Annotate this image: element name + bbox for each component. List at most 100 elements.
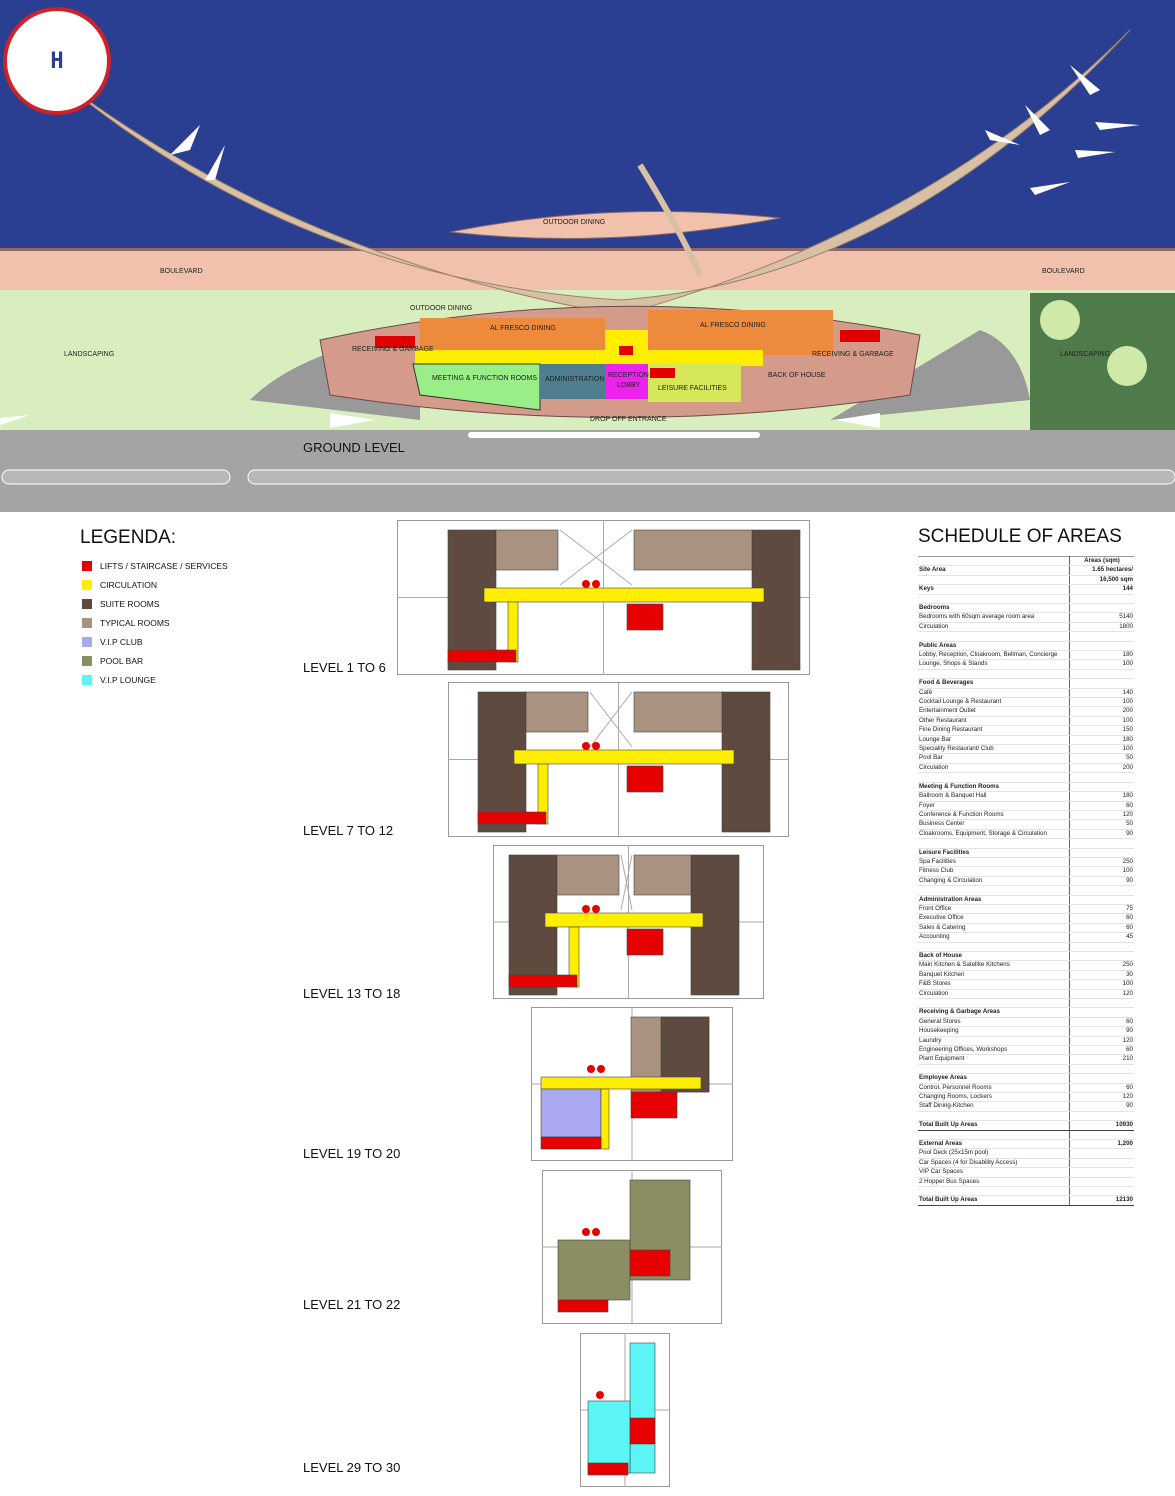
lifts-services (626, 928, 664, 956)
schedule-value (1069, 641, 1134, 652)
label-landscaping-right: LANDSCAPING (1060, 351, 1110, 358)
schedule-value: 90 (1069, 876, 1134, 887)
schedule-value (1069, 1186, 1134, 1197)
schedule-value (1069, 1158, 1134, 1169)
schedule-item: Leisure Facilities (918, 848, 1070, 858)
schedule-value: 1,200 (1069, 1139, 1134, 1150)
legend-label: CIRCULATION (100, 580, 157, 590)
label-al-fresco-left: AL FRESCO DINING (490, 325, 556, 332)
schedule-row (918, 942, 1134, 952)
level-plan (531, 1007, 733, 1161)
lifts-services (630, 1091, 678, 1119)
schedule-value: 100 (1069, 659, 1134, 670)
schedule-item: Fine Dining Restaurant (918, 725, 1070, 736)
legend-item: V.I.P LOUNGE (82, 675, 156, 685)
legend-label: SUITE ROOMS (100, 599, 160, 609)
legend-label: V.I.P LOUNGE (100, 675, 156, 685)
schedule-value: 120 (1069, 1036, 1134, 1047)
schedule-row (918, 631, 1134, 642)
schedule-item: Cocktail Lounge & Restaurant (918, 697, 1070, 708)
schedule-item: Site Area (918, 565, 1070, 576)
schedule-item: Changing Rooms, Lockers (918, 1092, 1070, 1103)
boulevard (0, 250, 1175, 292)
schedule-item: Ballroom & Banquet Hall (918, 791, 1070, 802)
legend-swatch (82, 656, 92, 666)
circulation-corridor (540, 1076, 702, 1090)
label-administration: ADMINISTRATION (545, 376, 604, 383)
schedule-item: Entertainment Outlet (918, 706, 1070, 717)
label-al-fresco-right: AL FRESCO DINING (700, 322, 766, 329)
schedule-item: Bedrooms (918, 603, 1070, 614)
schedule-item (918, 942, 1070, 952)
schedule-value: 150 (1069, 725, 1134, 736)
schedule-value (1069, 772, 1134, 783)
label-outdoor-dining-deck: OUTDOOR DINING (543, 219, 605, 226)
canopy-arc (59, 29, 1131, 316)
schedule-item: Cloakrooms, Equipment, Storage & Circula… (918, 829, 1070, 840)
pool-bar (557, 1239, 631, 1301)
schedule-value (1069, 631, 1134, 642)
schedule-item: Employee Areas (918, 1073, 1070, 1084)
schedule-item: Total Built Up Areas (918, 1120, 1070, 1131)
schedule-item: Staff Dining-Kitchen (918, 1101, 1070, 1112)
label-back-of-house: BACK OF HOUSE (768, 372, 826, 379)
schedule-item: Keys (918, 584, 1070, 595)
schedule-value: 12130 (1069, 1195, 1134, 1206)
schedule-row (918, 772, 1134, 783)
schedule-item: Conference & Function Rooms (918, 810, 1070, 821)
schedule-item: Foyer (918, 801, 1070, 811)
schedule-row (918, 1111, 1134, 1122)
schedule-value (1069, 838, 1134, 849)
circulation-corridor (513, 749, 735, 765)
schedule-item (918, 631, 1070, 642)
schedule-item (918, 772, 1070, 783)
schedule-value: 1.65 hectares/ (1069, 565, 1134, 576)
schedule-value: 60 (1069, 1083, 1134, 1094)
schedule-value (1069, 603, 1134, 614)
schedule-item: Lounge, Shops & Stands (918, 659, 1070, 670)
schedule-row: Car Spaces (4 for Disability Access) (918, 1158, 1134, 1169)
schedule-item (918, 885, 1070, 896)
label-receiving-right: RECEIVING & GARBAGE (812, 351, 894, 358)
schedule-item: F&B Stores (918, 979, 1070, 990)
schedule-value: 180 (1069, 791, 1134, 802)
legend-swatch (82, 580, 92, 590)
schedule-value (1069, 1148, 1134, 1159)
schedule-row (918, 885, 1134, 896)
schedule-row: Bedrooms (918, 603, 1134, 614)
ground-level-title: GROUND LEVEL (303, 440, 405, 455)
schedule-item: Housekeeping (918, 1026, 1070, 1037)
schedule-item: Business Center (918, 819, 1070, 830)
vip-club (540, 1088, 602, 1138)
schedule-value: 250 (1069, 857, 1134, 868)
schedule-value (1069, 885, 1134, 896)
legend-item: CIRCULATION (82, 580, 157, 590)
schedule-row: Employee Areas (918, 1073, 1134, 1084)
schedule-item: Food & Beverages (918, 678, 1070, 689)
schedule-item (918, 669, 1070, 680)
schedule-value: 60 (1069, 913, 1134, 924)
schedule-row (918, 594, 1134, 605)
schedule-item (918, 575, 1070, 586)
schedule-value: 50 (1069, 753, 1134, 764)
schedule-value: 144 (1069, 584, 1134, 595)
schedule-value (1069, 594, 1134, 605)
